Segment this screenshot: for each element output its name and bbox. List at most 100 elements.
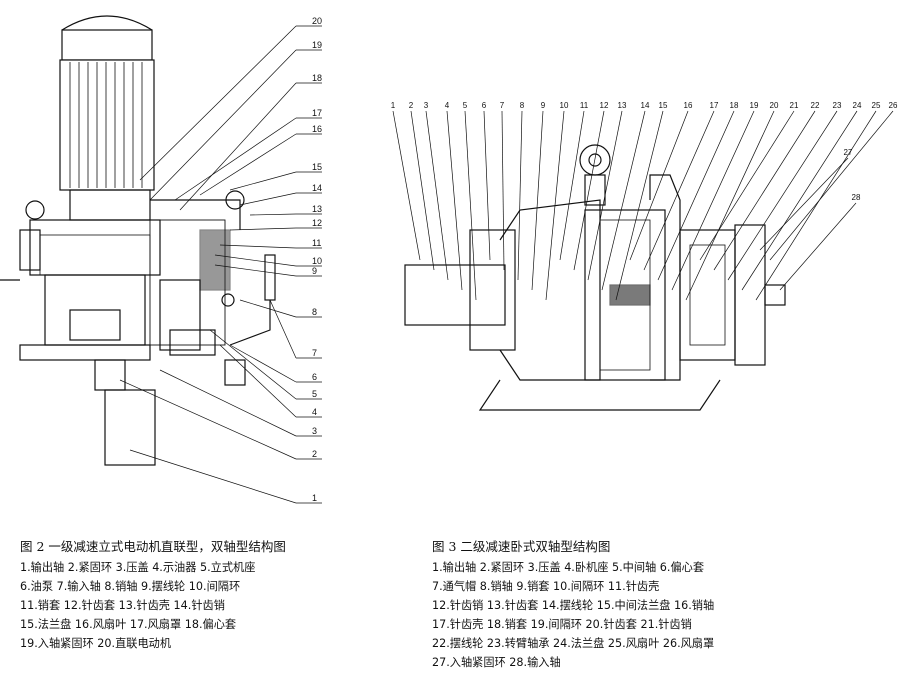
part-number-label: 14 [312, 183, 322, 193]
leader-line [755, 110, 877, 301]
leader-line [545, 110, 565, 301]
part-number-label: 10 [560, 101, 569, 110]
part-number-label: 4 [312, 407, 317, 417]
legend-line: 1.输出轴 2.紧固环 3.压盖 4.示油器 5.立式机座 [20, 561, 256, 574]
part-number-label: 5 [312, 389, 317, 399]
part-number-label: 22 [811, 101, 820, 110]
leader-line [239, 299, 297, 318]
part-number-label: 25 [872, 101, 881, 110]
legend-line: 12.针齿销 13.针齿套 14.摆线轮 15.中间法兰盘 16.销轴 [432, 599, 715, 612]
leader-line [119, 379, 297, 460]
part-number-label: 8 [312, 307, 317, 317]
leader-line [229, 227, 297, 231]
figure3-horizontal-reducer-drawing [392, 110, 894, 411]
legend-line: 1.输出轴 2.紧固环 3.压盖 4.卧机座 5.中间轴 6.偏心套 [432, 561, 705, 574]
part-number-label: 8 [520, 101, 525, 110]
leader-line [741, 110, 858, 291]
leader-line [219, 244, 297, 249]
part-number-label: 1 [391, 101, 396, 110]
leader-line [269, 299, 297, 359]
part-number-label: 23 [833, 101, 842, 110]
figure3-caption: 图 3 二级减速卧式双轴型结构图 [432, 539, 611, 554]
part-number-label: 4 [445, 101, 450, 110]
legend-line: 19.入轴紧固环 20.直联电动机 [20, 637, 172, 650]
leader-line [531, 110, 544, 291]
leader-line [464, 110, 477, 301]
part-number-label: 2 [312, 449, 317, 459]
part-number-label: 24 [853, 101, 862, 110]
part-number-label: 9 [312, 266, 317, 276]
legend-line: 17.针齿壳 18.销套 19.间隔环 20.针齿套 21.针齿销 [432, 618, 692, 631]
leader-line [501, 110, 505, 271]
part-number-label: 2 [409, 101, 414, 110]
leader-line [699, 110, 795, 261]
leader-line [410, 110, 435, 271]
part-number-label: 15 [659, 101, 668, 110]
part-number-label: 11 [312, 238, 321, 248]
leader-line [139, 25, 297, 181]
part-number-label: 18 [730, 101, 739, 110]
leader-line [559, 110, 585, 261]
leader-line [229, 344, 297, 383]
leader-line [671, 110, 755, 291]
leader-line [779, 202, 857, 291]
leader-line [129, 449, 297, 504]
part-number-label: 28 [852, 193, 861, 202]
part-number-label: 15 [312, 162, 322, 172]
part-number-label: 19 [750, 101, 759, 110]
leader-line [159, 369, 297, 437]
leader-line [769, 110, 894, 261]
leader-line [446, 110, 463, 291]
part-number-label: 12 [600, 101, 609, 110]
part-number-label: 5 [463, 101, 468, 110]
leader-line [643, 110, 715, 271]
part-number-label: 16 [312, 124, 322, 134]
leader-line [483, 110, 491, 261]
leader-line [425, 110, 449, 281]
part-number-label: 12 [312, 218, 322, 228]
part-number-label: 13 [312, 204, 322, 214]
figure2-vertical-reducer-drawing [0, 15, 322, 504]
part-number-label: 6 [312, 372, 317, 382]
leader-line [214, 254, 297, 267]
leader-line [685, 110, 775, 301]
part-number-label: 20 [312, 16, 322, 26]
part-number-label: 14 [641, 101, 650, 110]
leader-line [219, 344, 297, 418]
leader-line [587, 110, 623, 281]
leader-line [601, 110, 646, 291]
part-number-label: 21 [790, 101, 799, 110]
leader-line [727, 110, 838, 281]
part-number-label: 16 [684, 101, 693, 110]
legend-line: 11.销套 12.针齿套 13.针齿壳 14.针齿销 [20, 599, 225, 612]
part-number-label: 17 [312, 108, 322, 118]
part-number-label: 18 [312, 73, 322, 83]
figure2-legend: 1.输出轴 2.紧固环 3.压盖 4.示油器 5.立式机座 6.油泵 7.输入轴… [20, 558, 255, 653]
leader-line [179, 82, 297, 211]
part-number-label: 11 [580, 101, 589, 110]
leader-line [759, 157, 849, 251]
leader-line [209, 329, 297, 400]
part-number-label: 26 [889, 101, 898, 110]
part-number-label: 10 [312, 256, 322, 266]
leader-line [174, 117, 297, 201]
leader-line [199, 133, 297, 196]
part-number-label: 27 [844, 148, 853, 157]
leader-line [214, 264, 297, 277]
leader-line [629, 110, 689, 261]
part-number-label: 1 [312, 493, 317, 503]
leader-line [229, 171, 297, 191]
leader-line [573, 110, 605, 271]
leader-line [239, 192, 297, 206]
legend-line: 15.法兰盘 16.风扇叶 17.风扇罩 18.偏心套 [20, 618, 237, 631]
figure3-legend: 1.输出轴 2.紧固环 3.压盖 4.卧机座 5.中间轴 6.偏心套 7.通气帽… [432, 558, 714, 672]
leader-line [249, 213, 297, 216]
part-number-label: 20 [770, 101, 779, 110]
legend-line: 22.摆线轮 23.转臂轴承 24.法兰盘 25.风扇叶 26.风扇罩 [432, 637, 715, 650]
leader-line [657, 110, 735, 281]
part-number-label: 6 [482, 101, 487, 110]
leader-line [392, 110, 421, 261]
